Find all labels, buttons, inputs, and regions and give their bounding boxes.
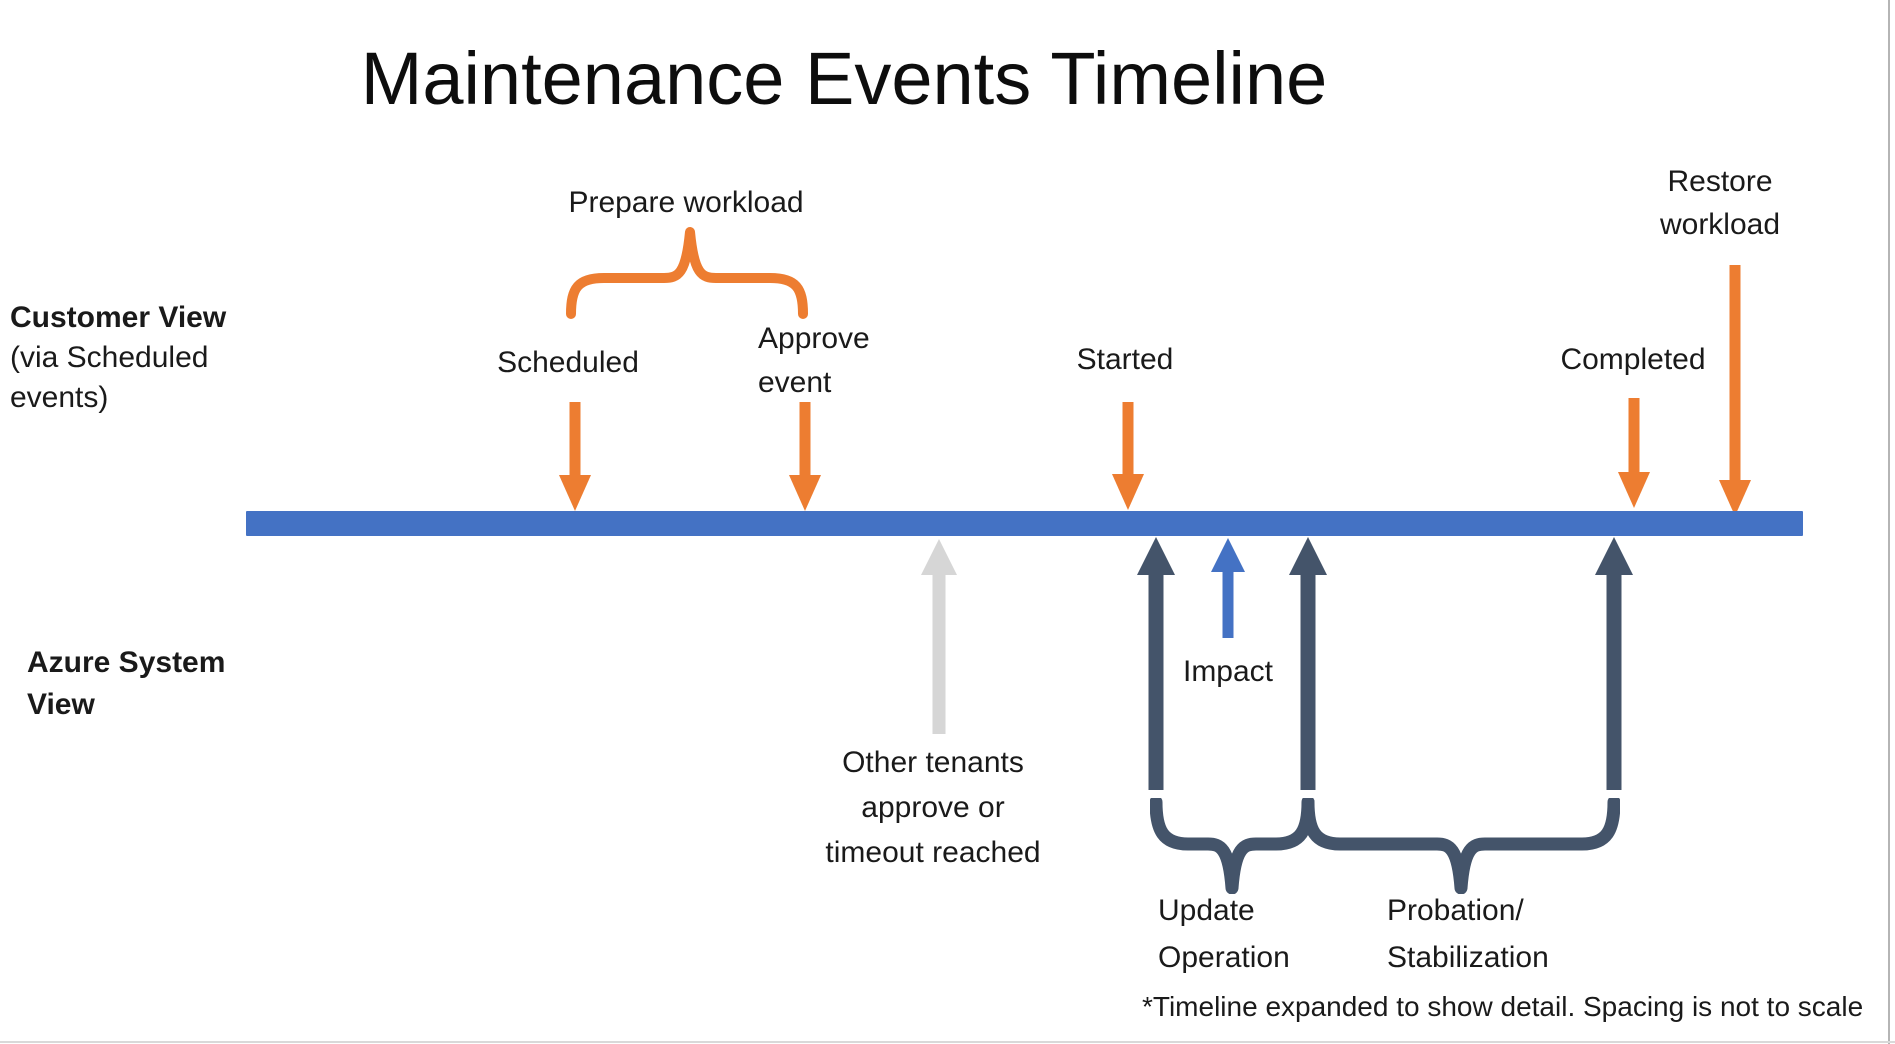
azure-view-line1: Azure System [27,646,226,679]
update-operation-brace [1150,798,1315,894]
customer-view-lane-label: Customer View (via Scheduled events) [10,298,226,418]
approve-event-label: Approve event [758,317,870,405]
restore-workload-line1: Restore [1667,165,1773,198]
prepare-workload-label: Prepare workload [568,186,804,219]
probation-brace [1302,798,1620,894]
approve-event-line1: Approve [758,322,870,355]
other-tenants-line2: approve or [861,791,1005,824]
timeline-bar [246,511,1803,536]
scheduled-label: Scheduled [497,346,639,379]
update-operation-label: Update Operation [1158,887,1290,981]
update-start-arrow [1137,537,1175,790]
probation-end-arrow [1595,537,1633,790]
started-label: Started [1076,343,1174,376]
other-tenants-label: Other tenants approve or timeout reached [825,740,1040,875]
customer-view-line2: (via Scheduled [10,341,209,374]
approve-event-arrow [789,402,821,511]
update-end-arrow [1289,537,1327,790]
started-arrow [1112,402,1144,510]
azure-system-lane-label: Azure System View [27,642,225,726]
right-edge-border [1888,0,1890,1044]
restore-workload-arrow [1719,265,1751,516]
completed-label: Completed [1560,343,1706,376]
probation-stabilization-label: Probation/ Stabilization [1387,887,1549,981]
completed-arrow [1618,398,1650,508]
probation-line1: Probation/ [1387,894,1524,927]
update-operation-line2: Operation [1158,941,1290,974]
prepare-workload-brace [566,227,808,319]
bottom-edge-border [0,1041,1895,1043]
restore-workload-line2: workload [1659,208,1781,241]
impact-label: Impact [1182,655,1274,688]
probation-line2: Stabilization [1387,941,1549,974]
azure-view-line2: View [27,688,95,721]
other-tenants-arrow [921,539,957,734]
page-title: Maintenance Events Timeline [360,37,1328,120]
approve-event-line2: event [758,366,832,399]
update-operation-line1: Update [1158,894,1255,927]
other-tenants-line3: timeout reached [825,836,1041,869]
customer-view-line1: Customer View [10,301,227,334]
footnote: *Timeline expanded to show detail. Spaci… [1142,991,1864,1022]
other-tenants-line1: Other tenants [842,746,1024,779]
restore-workload-label: Restore workload [1660,160,1780,246]
impact-arrow [1211,538,1245,638]
scheduled-arrow [559,402,591,511]
customer-view-line3: events) [10,381,109,414]
